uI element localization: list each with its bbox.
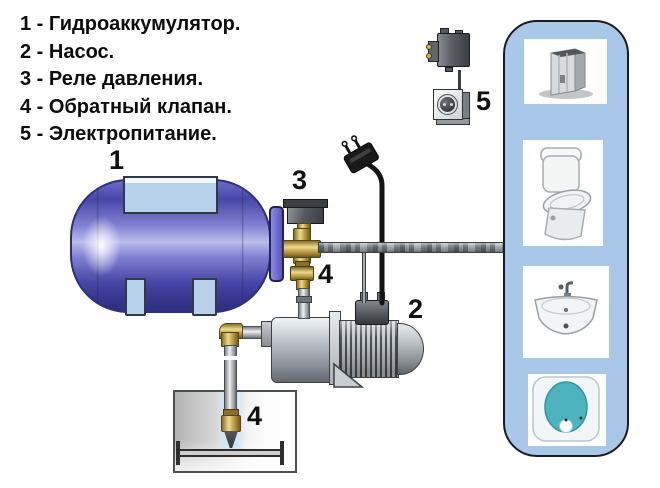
legend-line-hydroaccumulator: 1 - Гидроаккумулятор. <box>20 13 241 35</box>
beam-end-cap <box>280 441 284 465</box>
legend-line-pressure-relay: 3 - Реле давления. <box>20 68 203 90</box>
label-pump: 2 <box>408 294 424 324</box>
foot-valve-body <box>221 415 241 432</box>
tank-top-bracket <box>123 176 218 214</box>
cross-fitting <box>283 240 321 258</box>
label-pressure-relay: 3 <box>292 165 308 195</box>
washbasin-icon <box>534 281 598 335</box>
fixture-washbasin <box>523 266 609 358</box>
socket-hole <box>443 103 446 106</box>
fixtures-panel <box>503 20 629 457</box>
beam-end-cap <box>176 441 180 465</box>
pump-junction-box <box>355 300 389 325</box>
cable-gland <box>360 292 368 301</box>
label-foot-valve: 4 <box>247 401 263 431</box>
fixture-toilet <box>523 140 603 246</box>
fixture-shower-cabin <box>524 39 607 104</box>
well-bottom-beam <box>178 449 284 457</box>
pump-body <box>271 317 331 383</box>
socket-hole <box>450 103 453 106</box>
legend-line-power: 5 - Электропитание. <box>20 123 217 145</box>
tank-flange <box>269 206 284 282</box>
toilet-icon <box>540 147 592 241</box>
pump-outlet-riser <box>298 288 310 319</box>
legend: 1 - Гидроаккумулятор. 2 - Насос. 3 - Рел… <box>20 11 240 149</box>
legend-line-pump: 2 - Насос. <box>20 40 115 63</box>
riser-coupling <box>296 296 312 303</box>
tank-leg <box>192 278 217 316</box>
socket-recess <box>440 97 455 112</box>
suction-pipe-joint <box>223 356 238 360</box>
pump-motor-cap <box>397 323 424 375</box>
power-cable <box>359 157 385 306</box>
pump-motor <box>339 320 399 378</box>
supply-pipe <box>318 242 504 253</box>
breaker-tab <box>445 67 453 72</box>
shower-cabin-icon <box>539 48 593 99</box>
power-plug-icon <box>341 135 379 174</box>
circuit-breaker-icon <box>426 28 474 72</box>
pressure-relay-body <box>287 207 324 224</box>
breaker-to-socket-wire <box>458 70 461 91</box>
fixture-water-heater <box>528 374 606 446</box>
label-power-supply: 5 <box>476 86 492 116</box>
terminal-screw <box>426 53 432 59</box>
legend-line-check-valve: 4 - Обратный клапан. <box>20 95 232 118</box>
water-heater-icon <box>532 376 600 442</box>
label-check-valve: 4 <box>318 259 334 289</box>
breaker-terminal-block <box>428 41 439 62</box>
terminal-screw <box>426 44 432 50</box>
cable-gland <box>377 292 385 301</box>
power-socket-icon <box>433 89 473 129</box>
tank-leg <box>125 278 146 316</box>
breaker-body <box>437 33 470 67</box>
label-hydroaccumulator: 1 <box>109 145 125 175</box>
